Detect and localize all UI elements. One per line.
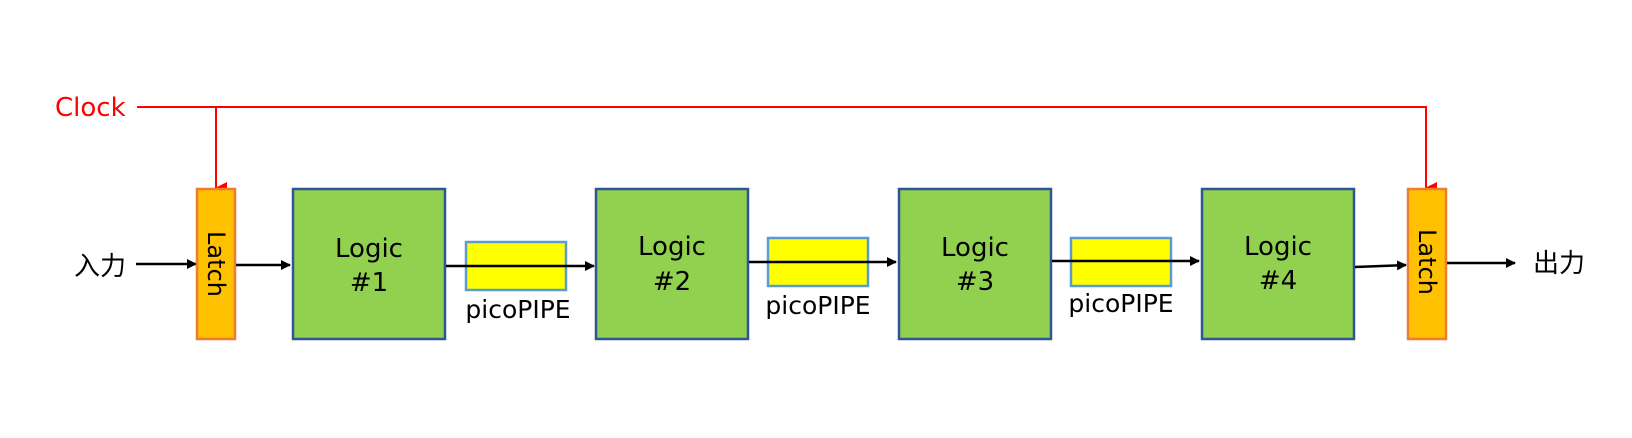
logic-block-3-number: #3	[956, 267, 994, 297]
picopipe-3-label: picoPIPE	[1068, 289, 1173, 318]
logic-block-3	[897, 187, 1053, 341]
logic-block-4-number: #4	[1259, 266, 1297, 296]
output-latch-label: Latch	[1413, 229, 1441, 295]
input-latch	[195, 187, 237, 341]
logic-block-2-number: #2	[653, 267, 691, 297]
logic-block-2-title: Logic	[638, 232, 706, 262]
logic-block-2	[594, 187, 750, 341]
clock-label: Clock	[55, 93, 126, 123]
picopipe-2-label: picoPIPE	[765, 291, 870, 320]
input-label: 入力	[74, 252, 126, 282]
input-latch-label: Latch	[202, 231, 230, 297]
logic-block-1	[291, 187, 447, 341]
output-label: 出力	[1533, 249, 1585, 279]
picopipe-1-label: picoPIPE	[465, 295, 570, 324]
wire-logic4-to-latch	[1354, 260, 1407, 271]
logic-block-4	[1200, 187, 1356, 341]
logic-block-3-title: Logic	[941, 233, 1009, 263]
logic-block-1-title: Logic	[335, 234, 403, 264]
logic-block-4-title: Logic	[1244, 232, 1312, 262]
logic-block-1-number: #1	[350, 268, 388, 298]
output-latch	[1406, 187, 1448, 341]
